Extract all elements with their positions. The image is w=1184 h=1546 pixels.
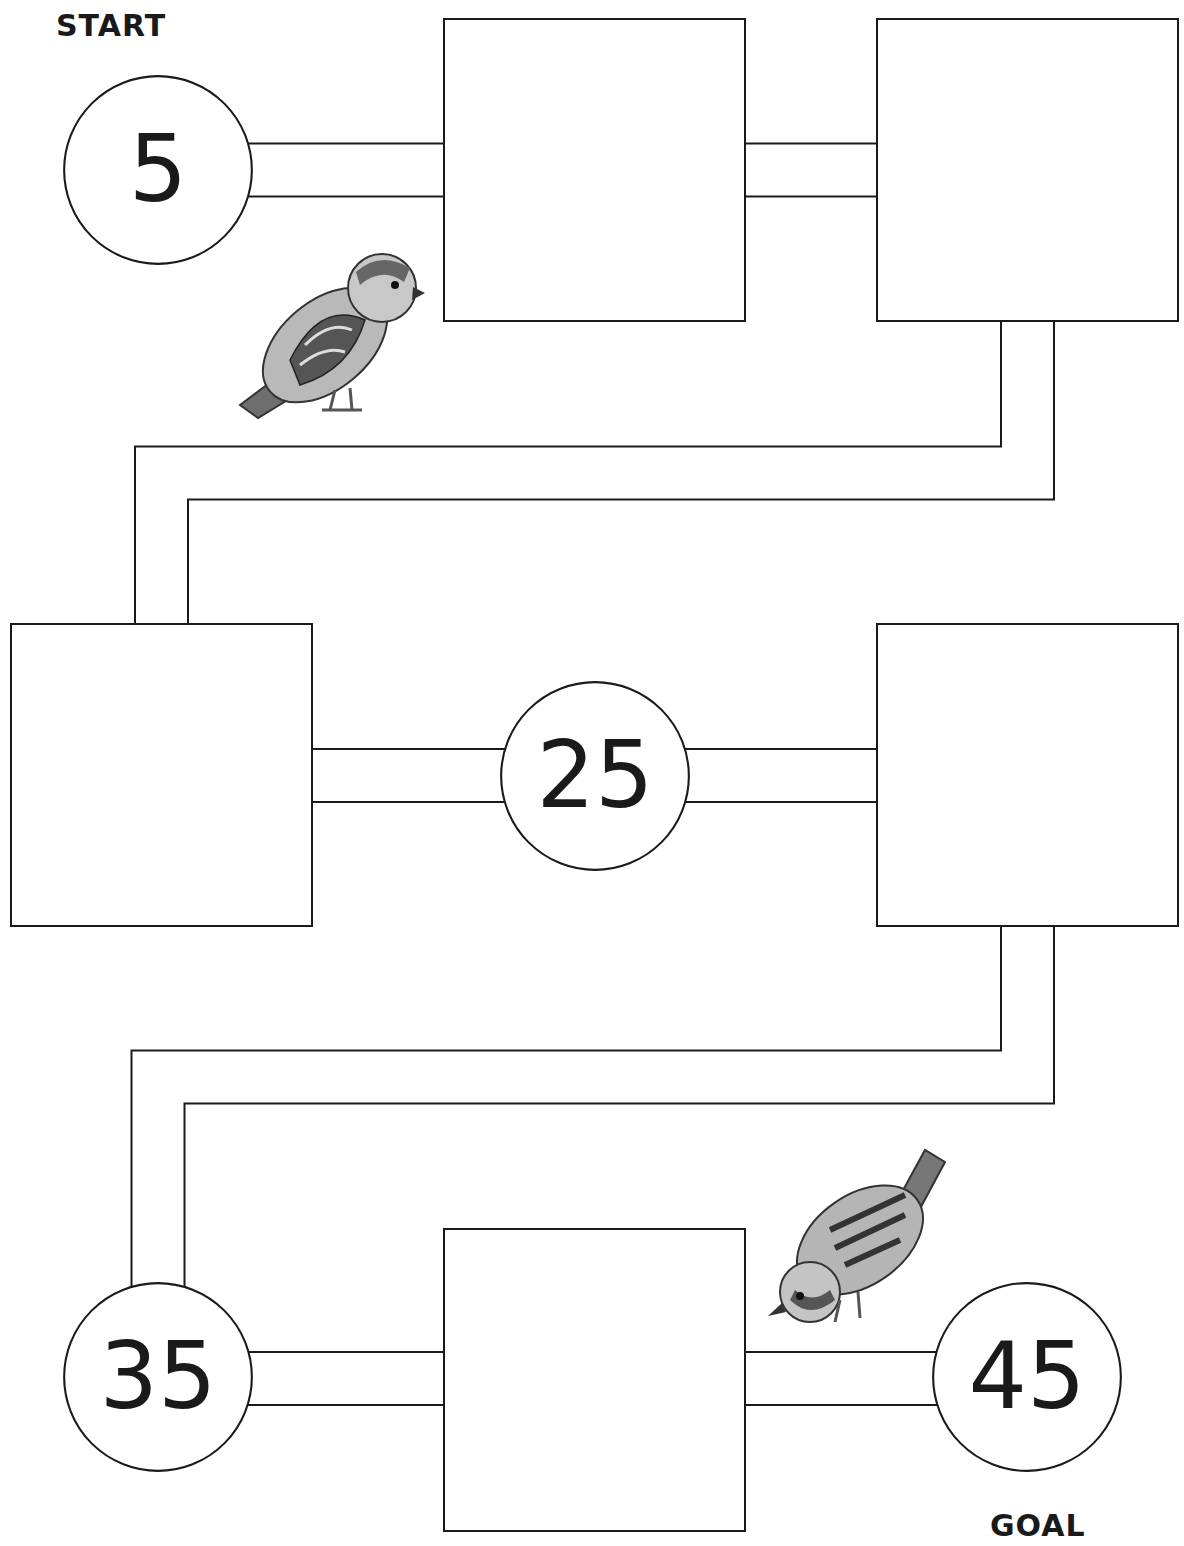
circle-shape [64, 1283, 252, 1471]
track-inner [303, 750, 510, 801]
sparrow-illustration [240, 254, 425, 425]
blank-box [876, 18, 1179, 322]
track-inner [680, 750, 886, 801]
circle-shape [933, 1283, 1121, 1471]
track-outline [162, 312, 1028, 633]
path-label: GOAL [990, 1508, 1086, 1543]
sparrow-illustration [768, 1150, 945, 1322]
circle-shape [64, 76, 252, 264]
number-text: 25 [536, 730, 653, 822]
track-inner [736, 1353, 942, 1404]
track-inner [162, 312, 1028, 633]
path-track [736, 170, 886, 171]
path-track [243, 1378, 453, 1379]
track-outline [680, 748, 886, 803]
number-circle: 35 [63, 1282, 253, 1472]
track-inner [736, 145, 886, 196]
blank-box [443, 1228, 746, 1532]
blank-box [443, 18, 746, 322]
number-circle: 45 [932, 1282, 1122, 1472]
track-outline [303, 748, 510, 803]
number-text: 45 [968, 1331, 1085, 1423]
track-outline [243, 1351, 453, 1406]
path-track [162, 312, 1028, 633]
blank-box [876, 623, 1179, 927]
number-text: 5 [129, 124, 188, 216]
blank-box [10, 623, 313, 927]
circle-shape [501, 682, 689, 870]
track-outline [736, 143, 886, 198]
path-label: START [56, 8, 166, 43]
number-circle: 25 [500, 681, 690, 871]
path-track [680, 775, 886, 776]
path-track [736, 1378, 942, 1379]
number-text: 35 [99, 1331, 216, 1423]
path-track [243, 170, 453, 171]
track-outline [243, 143, 453, 198]
track-inner [243, 1353, 453, 1404]
track-inner [243, 145, 453, 196]
track-outline [736, 1351, 942, 1406]
number-circle: 5 [63, 75, 253, 265]
path-track [303, 775, 510, 776]
